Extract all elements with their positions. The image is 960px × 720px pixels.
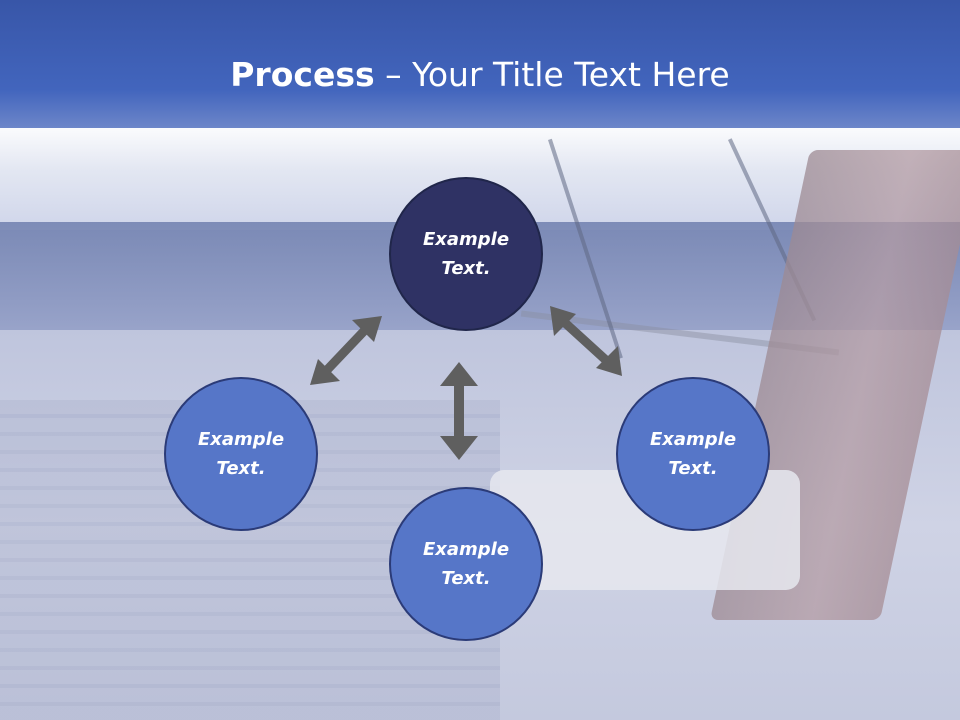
node-line1: Example [422, 229, 510, 250]
node-line1: Example [649, 429, 737, 450]
arrow-center-bottom [440, 362, 478, 460]
node-line2: Text. [441, 568, 491, 589]
page-title: Process – Your Title Text Here [0, 53, 960, 97]
node-line2: Text. [668, 458, 718, 479]
node-line1: Example [197, 429, 285, 450]
node-line2: Text. [216, 458, 266, 479]
arrow-center-left [310, 316, 382, 385]
title-bold: Process [230, 55, 375, 94]
title-bar: Process – Your Title Text Here [0, 0, 960, 128]
node-line2: Text. [441, 258, 491, 279]
node-line1: Example [422, 539, 510, 560]
arrow-center-right [550, 306, 622, 376]
title-rest: – Your Title Text Here [374, 55, 730, 94]
